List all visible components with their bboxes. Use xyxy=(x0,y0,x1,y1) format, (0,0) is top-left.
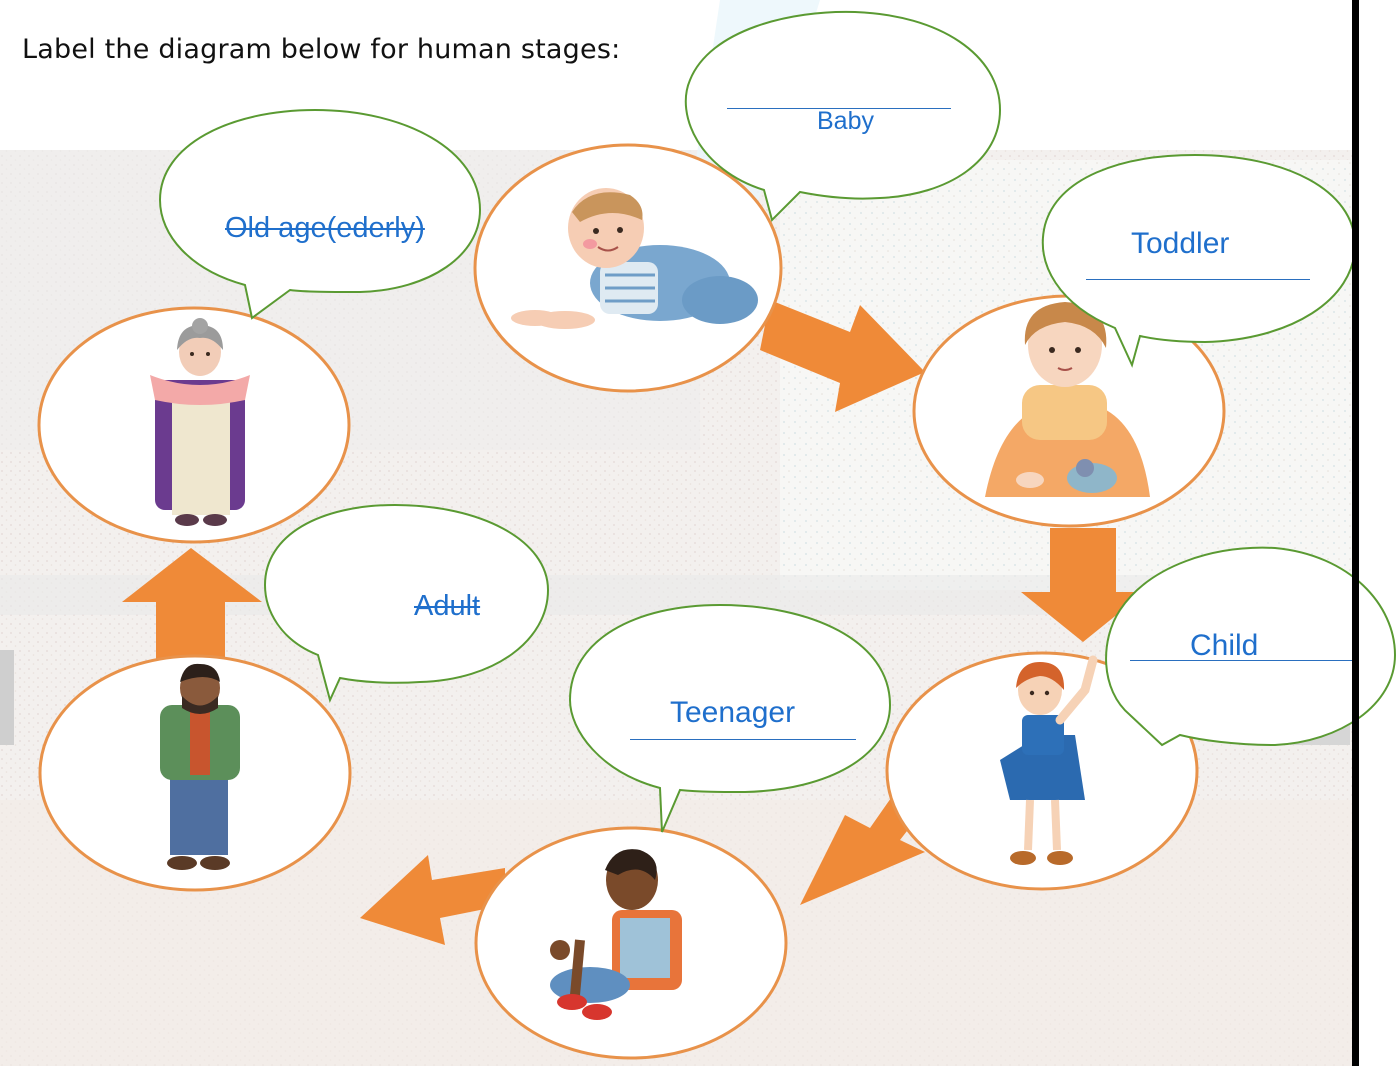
bubble-baby xyxy=(684,10,1002,222)
crawling-baby-icon xyxy=(511,188,758,329)
blank-line-baby[interactable] xyxy=(727,108,951,109)
blank-line-teenager[interactable] xyxy=(630,739,856,740)
answer-baby[interactable]: Baby xyxy=(817,107,874,135)
arrow-baby-to-toddler xyxy=(760,300,925,412)
sitting-toddler-icon xyxy=(985,302,1150,497)
bubble-toddler xyxy=(1041,153,1357,368)
standing-man-icon xyxy=(160,663,240,870)
waving-girl-icon xyxy=(1000,655,1098,865)
answer-teenager[interactable]: Teenager xyxy=(670,696,796,729)
arrow-adult-to-old xyxy=(122,548,262,665)
page-border-right xyxy=(1352,0,1359,1066)
blank-line-toddler[interactable] xyxy=(1086,279,1310,280)
arrow-teen-to-adult xyxy=(360,855,505,945)
sitting-teen-icon xyxy=(550,849,682,1020)
old-woman-icon xyxy=(150,318,250,526)
blank-line-child[interactable] xyxy=(1130,660,1354,661)
bubble-teenager xyxy=(568,603,892,833)
answer-toddler[interactable]: Toddler xyxy=(1131,227,1230,260)
bubble-old-age xyxy=(158,108,482,320)
bubble-adult xyxy=(263,503,550,703)
instruction-text: Label the diagram below for human stages… xyxy=(22,34,621,65)
answer-old-age[interactable]: Old age(ederly) xyxy=(225,212,425,244)
arrow-toddler-to-child xyxy=(1021,528,1145,642)
answer-adult[interactable]: Adult xyxy=(414,590,481,622)
answer-child[interactable]: Child xyxy=(1190,629,1259,662)
bubble-child xyxy=(1105,546,1396,747)
